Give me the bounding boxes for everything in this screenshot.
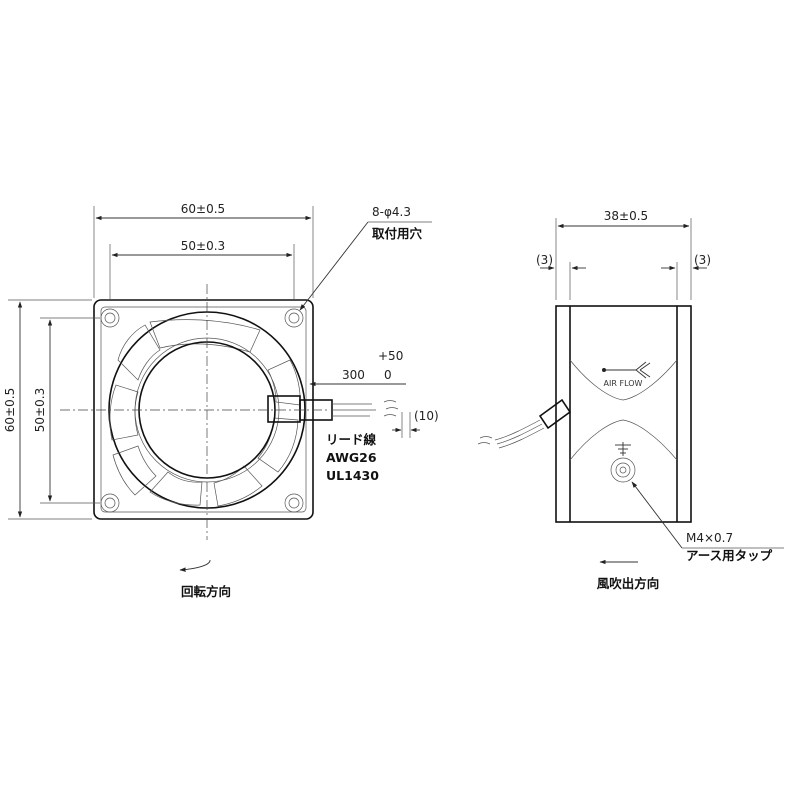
mounting-holes xyxy=(100,308,304,513)
fan-side-body xyxy=(555,305,692,523)
lead-length: 300 xyxy=(342,368,365,382)
side-view: 38±0.5 (3) (3) AIR FLOW xyxy=(477,209,784,591)
dim-left-flange: (3) xyxy=(536,253,553,267)
fan-frame xyxy=(93,299,314,520)
airflow-direction-label: 風吹出方向 xyxy=(597,576,660,591)
fan-frame-inner xyxy=(100,306,307,513)
lead-title: リード線 xyxy=(326,432,377,447)
dim-right-flange: (3) xyxy=(694,253,711,267)
lead-standard: UL1430 xyxy=(326,468,379,483)
dim-hole-pitch-width: 50±0.3 xyxy=(181,239,225,253)
dim-hole-pitch-height: 50±0.3 xyxy=(33,388,47,432)
dim-depth: 38±0.5 xyxy=(604,209,648,223)
lead-tol-upper: +50 xyxy=(378,349,403,363)
side-lead-wire xyxy=(477,398,572,449)
tap-spec: M4×0.7 xyxy=(686,531,733,545)
ground-symbol xyxy=(615,442,631,456)
rotation-label: 回転方向 xyxy=(181,584,231,599)
dim-overall-height: 60±0.5 xyxy=(3,388,17,432)
airflow-symbol xyxy=(602,361,651,379)
dim-overall-width: 60±0.5 xyxy=(181,202,225,216)
airflow-text: AIR FLOW xyxy=(604,379,643,388)
lead-connector xyxy=(267,395,399,423)
strip-length: (10) xyxy=(414,409,439,423)
rotation-arrow xyxy=(179,559,211,572)
front-view: 60±0.5 50±0.3 60±0.5 50±0.3 8-φ4.3 取付用穴 … xyxy=(3,202,439,599)
holes-spec: 8-φ4.3 xyxy=(372,205,411,219)
lead-gauge: AWG26 xyxy=(326,450,377,465)
lead-tol-lower: 0 xyxy=(384,368,392,382)
holes-note: 取付用穴 xyxy=(372,226,423,241)
tap-note: アース用タップ xyxy=(686,548,773,563)
ground-tap xyxy=(610,457,636,483)
